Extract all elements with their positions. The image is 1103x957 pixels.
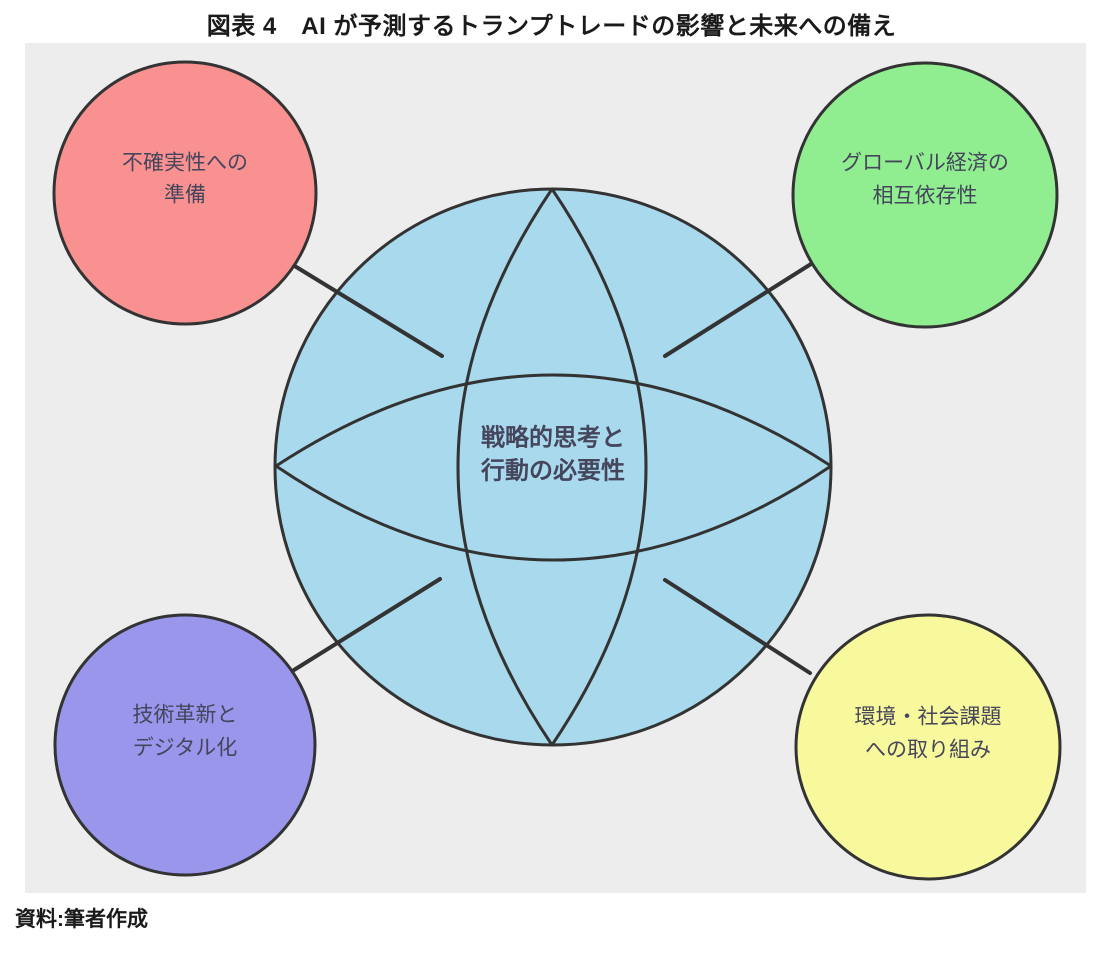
diagram-panel: 戦略的思考と 行動の必要性 不確実性への 準備 グローバル経済の 相互依存性 技…	[25, 43, 1086, 893]
node-bottom-left-circle	[53, 613, 317, 877]
connector-bottom-right	[663, 578, 812, 675]
node-top-left-label-line1: 不確実性への	[122, 152, 248, 175]
globe-meridian-left-arc	[456, 188, 554, 746]
node-bottom-right-label-line2: への取り組み	[865, 739, 991, 762]
node-bottom-right-label-line1: 環境・社会課題	[855, 706, 1002, 729]
globe-node	[273, 187, 833, 747]
globe-label-line1: 戦略的思考と	[481, 424, 625, 452]
connector-top-left	[291, 263, 444, 358]
connector-top-right	[663, 262, 813, 358]
globe-latitude-lower-arc	[275, 464, 832, 562]
node-bottom-right-circle	[794, 613, 1062, 881]
node-top-right-circle	[791, 61, 1059, 329]
node-top-left-label-line2: 準備	[164, 184, 206, 207]
node-top-right-label-line1: グローバル経済の	[841, 152, 1009, 175]
node-bottom-left-label-line2: デジタル化	[133, 737, 238, 760]
figure-title: 図表 4 AI が予測するトランプトレードの影響と未来への備え	[206, 13, 897, 40]
source-caption: 資料:筆者作成	[15, 908, 148, 931]
connector-bottom-left	[292, 577, 442, 672]
mindmap-diagram: 戦略的思考と 行動の必要性 不確実性への 準備 グローバル経済の 相互依存性 技…	[52, 60, 1062, 881]
globe-latitude-upper-arc	[275, 373, 832, 468]
node-top-left-circle	[52, 60, 318, 326]
globe-label-line2: 行動の必要性	[480, 457, 625, 485]
node-bottom-left-label-line1: 技術革新と	[133, 704, 238, 727]
globe-meridian-right-arc	[550, 188, 648, 746]
node-top-right-label-line2: 相互依存性	[873, 185, 978, 208]
